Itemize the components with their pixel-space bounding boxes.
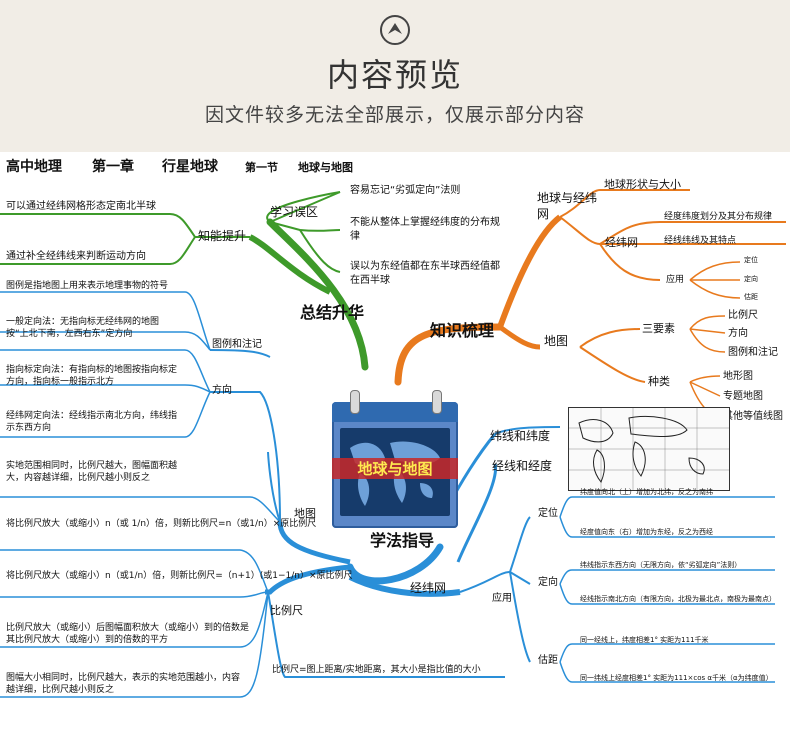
app-locate: 定位 [744,256,758,264]
direction-1: 一般定向法：无指向标无经纬网的地图按“上北下南，左西右东”定方向 [6,317,160,340]
locate-2: 经度值向东（右）增加为东经，反之为西经 [580,528,713,536]
app-orient: 定向 [744,275,758,283]
node-application[interactable]: 应用 [666,275,685,285]
element-scale: 比例尺 [728,310,758,321]
page-title: 内容预览 [326,56,463,94]
node-map[interactable]: 地图 [294,507,316,520]
node-kinds[interactable]: 种类 [648,375,670,388]
estimate-2: 同一纬线上经度相差1° 实距为111×cos α千米（α为纬度值） [580,674,773,682]
element-direction: 方向 [728,328,748,339]
locate-1: 纬度值向北（上）增加为北纬，反之为南纬 [580,488,713,496]
preview-header: 内容预览 因文件较多无法全部展示，仅展示部分内容 [0,0,790,160]
node-estimate[interactable]: 估距 [538,655,558,666]
node-scale[interactable]: 比例尺 [270,604,303,617]
node-legend[interactable]: 图例和注记 [212,339,262,350]
heading-book: 高中地理 [6,159,62,175]
node-lat-lon[interactable]: 纬线和纬度 [490,429,551,443]
mistake-1: 容易忘记“劣弧定向”法则 [350,185,461,196]
node-earth-grid[interactable]: 地球与经纬网 [537,191,598,222]
scale-note-4: 比例尺放大（或缩小）后图幅面积放大（或缩小）到的倍数是其比例尺放大（或缩小）到的… [6,623,250,646]
scale-note-1: 实地范围相同时，比例尺越大，图幅面积越大，内容越详细，比例尺越小则反之 [6,461,178,484]
node-orient[interactable]: 定向 [538,577,558,588]
heading-chapter: 第一章 [92,159,134,175]
branch-knowledge[interactable]: 知识梳理 [430,321,495,340]
mind-map: 高中地理 第一章 行星地球 第一节 地球与地图 地球与地图 总结升华 知识梳理 … [0,152,790,740]
scale-note-2: 将比例尺放大（或缩小）n（或 1/n）倍，则新比例尺=n（或1/n）×原比例尺 [6,519,317,529]
center-calendar-node[interactable]: 地球与地图 [332,390,458,528]
orient-1: 纬线指示东西方向（无限方向，依“劣弧定向”法则） [580,561,742,569]
node-method-app[interactable]: 应用 [492,593,512,604]
direction-2: 指向标定向法：有指向标的地图按指向标定方向，指向标一般指示北方 [6,365,178,388]
branch-summary[interactable]: 总结升华 [300,303,365,322]
node-method-grid[interactable]: 经纬网 [410,581,447,595]
scale-note-5: 图幅大小相同时，比例尺越大，表示的实地范围越小，内容越详细，比例尺越小则反之 [6,673,241,696]
app-estimate: 估距 [744,293,758,301]
element-legend: 图例和注记 [728,347,778,358]
grid-item-1: 经度纬度划分及其分布规律 [664,212,773,222]
node-shape-size: 地球形状与大小 [604,178,681,191]
node-grid[interactable]: 经纬网 [605,236,638,249]
grid-item-2: 经线纬线及其特点 [664,236,737,246]
node-maps[interactable]: 地图 [544,334,569,348]
legend-note: 图例是指地图上用来表示地理事物的符号 [6,281,169,291]
kind-isoline: 其他等值线图 [723,411,783,422]
boost-1: 可以通过经纬网格形态定南北半球 [6,201,156,212]
boost-2: 通过补全经纬线来判断运动方向 [6,251,146,262]
node-knowledge-boost[interactable]: 知能提升 [198,229,247,243]
node-locate[interactable]: 定位 [538,508,558,519]
direction-3: 经纬网定向法：经线指示南北方向，纬线指示东西方向 [6,411,178,434]
heading-section: 第一节 [245,161,278,174]
mistake-2: 不能从整体上掌握经纬度的分布规律 [350,217,500,242]
orient-2: 经线指示南北方向（有限方向，北极为最北点，南极为最南点） [580,595,776,603]
world-grid-map-icon [568,407,730,491]
calendar-top [332,402,458,422]
node-three-elements[interactable]: 三要素 [642,322,675,335]
chevron-up-circle-icon[interactable] [379,14,411,46]
node-learning-mistakes[interactable]: 学习误区 [270,205,319,219]
estimate-1: 同一经线上，纬度相差1° 实距为111千米 [580,636,709,644]
heading-chapter-name: 行星地球 [162,159,218,175]
kind-terrain: 地形图 [723,371,753,382]
scale-note-3: 将比例尺放大（或缩小）n（或1/n）倍，则新比例尺=（n+1）(或1−1/n）×… [6,571,353,581]
branch-method[interactable]: 学法指导 [370,531,435,550]
calendar-ring-icon [350,390,360,414]
mistake-3: 误以为东经值都在东半球西经值都在西半球 [350,261,500,286]
center-label: 地球与地图 [332,458,458,479]
mind-map-connectors [0,189,786,698]
calendar-ring-icon [432,390,442,414]
heading-section-name: 地球与地图 [298,161,353,174]
scale-definition: 比例尺=图上距离/实地距离，其大小是指比值的大小 [272,665,481,675]
node-lon[interactable]: 经线和经度 [492,459,553,473]
page-subtitle: 因文件较多无法全部展示，仅展示部分内容 [204,104,585,126]
node-direction[interactable]: 方向 [212,385,232,396]
kind-thematic: 专题地图 [723,391,763,402]
